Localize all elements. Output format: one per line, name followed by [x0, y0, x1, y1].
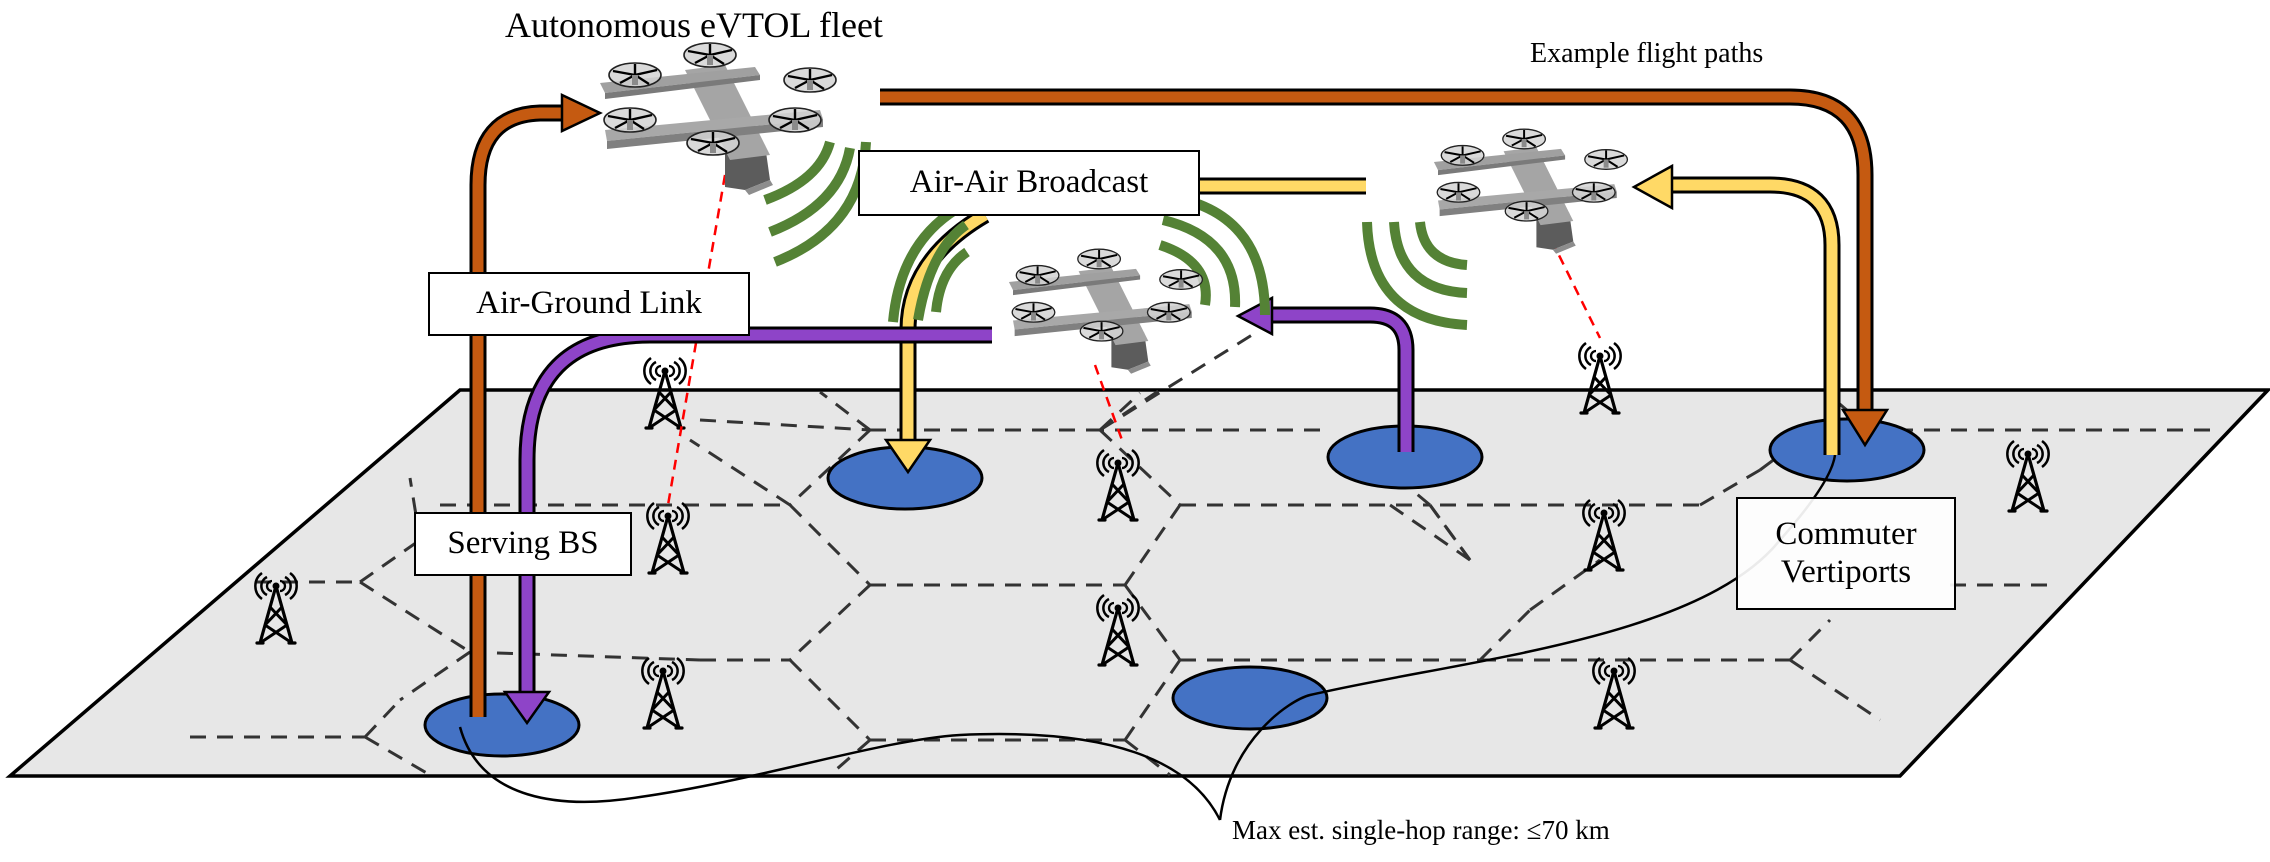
serving-bs-label: Serving BS	[414, 512, 632, 576]
commuter-vertiports-line1: Commuter	[1775, 515, 1917, 552]
air-air-broadcast-label: Air-Air Broadcast	[858, 150, 1200, 216]
flight-path-yellow	[883, 163, 1841, 475]
vertiport-right	[1768, 417, 1926, 483]
hex-grid	[190, 328, 2220, 777]
ground-plane	[5, 388, 2270, 778]
evtol-drone-icon	[600, 43, 836, 195]
diagram-title: Autonomous eVTOL fleet	[505, 5, 883, 45]
air-air-broadcast-text: Air-Air Broadcast	[909, 164, 1149, 201]
evtol-drone-icon	[1434, 129, 1628, 254]
signal-waves-icon	[763, 140, 835, 205]
serving-bs-text: Serving BS	[447, 525, 599, 562]
vertiport-serving	[423, 692, 581, 758]
commuter-vertiports-line2: Vertiports	[1780, 553, 1912, 590]
signal-waves	[763, 140, 1468, 330]
cell-tower-icon	[1577, 341, 1623, 415]
air-ground-link-label: Air-Ground Link	[428, 272, 750, 336]
flight-path-orange	[469, 88, 1890, 717]
range-annotation: Max est. single-hop range: ≤70 km	[1232, 815, 1610, 845]
signal-waves-icon	[768, 147, 855, 237]
vertiport-bottom	[1171, 665, 1329, 731]
evtol-drone-icon	[1009, 249, 1203, 374]
vertiports	[423, 417, 1926, 758]
flight-paths-label: Example flight paths	[1530, 38, 1764, 69]
link-drone2-bs	[1093, 364, 1124, 441]
commuter-vertiports-label: Commuter Vertiports	[1736, 497, 1956, 610]
link-drone1-bs	[666, 174, 727, 506]
air-ground-link-text: Air-Ground Link	[476, 285, 702, 322]
